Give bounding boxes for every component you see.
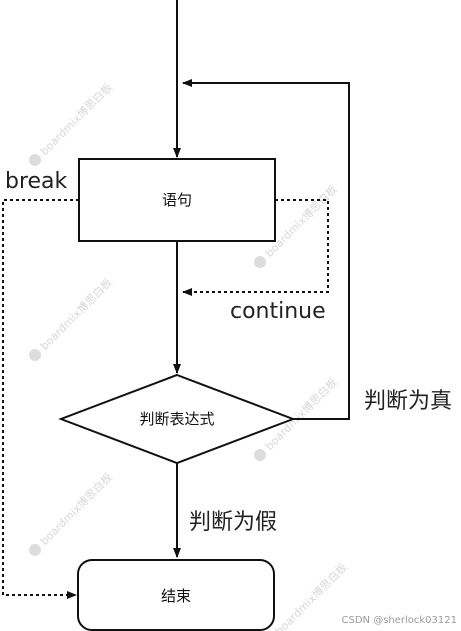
condition-label: 判断表达式	[139, 410, 214, 428]
end-node[interactable]: 结束	[77, 559, 275, 631]
watermark-text: boardmix博思白板	[37, 275, 115, 353]
break-label: break	[5, 169, 68, 194]
footer-credit: CSDN @sherlock03121	[342, 615, 458, 626]
end-label: 结束	[161, 587, 191, 605]
watermark-text: boardmix博思白板	[37, 80, 115, 158]
watermark-text: boardmix博思白板	[272, 560, 350, 631]
continue-label: continue	[230, 299, 326, 324]
edges	[2, 0, 350, 599]
false-branch-label: 判断为假	[189, 510, 277, 535]
watermark-text: boardmix博思白板	[37, 470, 115, 548]
continue-arrow	[182, 199, 329, 296]
condition-node[interactable]: 判断表达式	[58, 373, 296, 465]
true-branch-label: 判断为真	[364, 389, 452, 414]
true-loop-arrow	[182, 79, 350, 420]
break-arrow	[2, 199, 79, 599]
statement-node[interactable]: 语句	[78, 158, 276, 242]
statement-label: 语句	[162, 191, 192, 209]
